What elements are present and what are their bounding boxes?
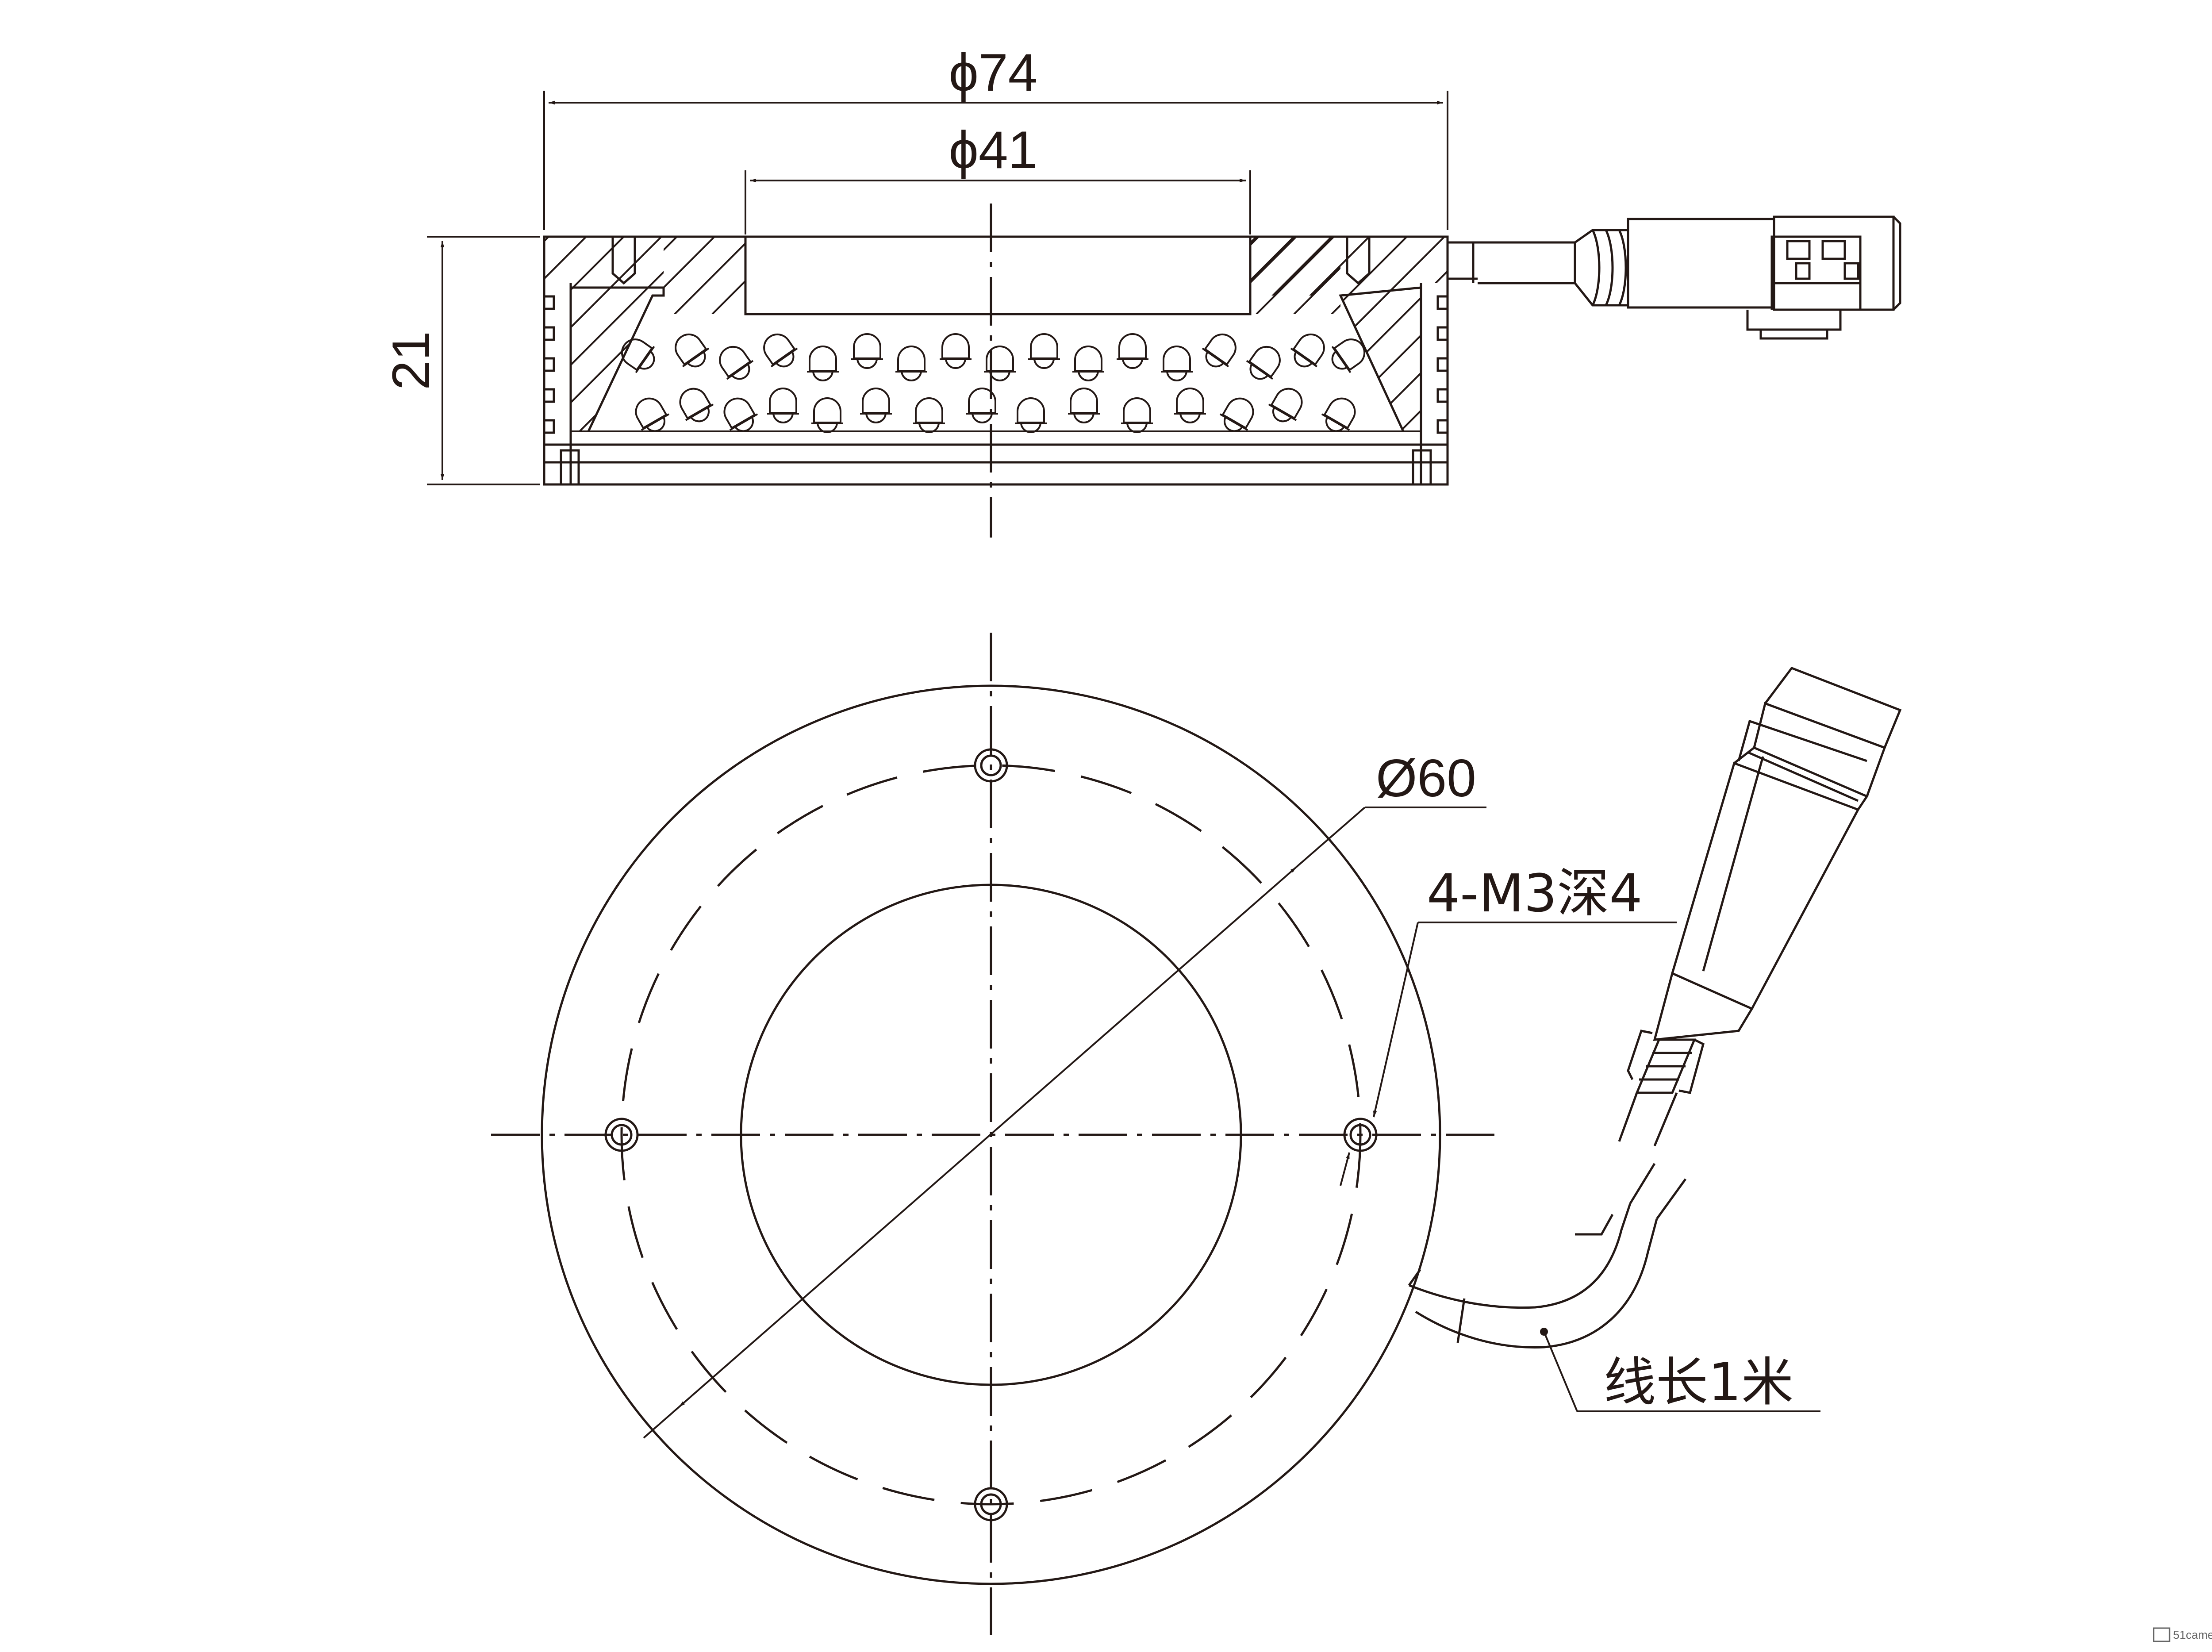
hatch-left-top <box>664 237 745 314</box>
side-cable <box>1448 229 1629 307</box>
plan-cable <box>1408 666 1902 1348</box>
mounting-holes <box>604 748 1378 1521</box>
watermark-text: 51camera <box>2173 1628 2212 1641</box>
hatch-right-top <box>1250 237 1340 314</box>
led <box>860 388 892 423</box>
led <box>1246 346 1281 380</box>
led <box>811 397 843 433</box>
housing-outline <box>543 235 1449 486</box>
led <box>767 388 799 423</box>
cable-length-label: 线长1米 <box>1604 1352 1793 1413</box>
led <box>1331 338 1366 373</box>
led <box>679 388 714 423</box>
wall-grooves <box>544 295 1448 434</box>
led <box>1290 333 1325 368</box>
cable-length-leader <box>1540 1328 1820 1412</box>
led <box>1268 388 1303 423</box>
led <box>1321 397 1356 432</box>
led <box>1015 397 1047 433</box>
led <box>1028 333 1060 369</box>
led <box>1117 333 1148 369</box>
inner-diameter-label: ϕ41 <box>949 120 1038 180</box>
led <box>913 397 945 433</box>
screw-hole-left <box>611 237 636 285</box>
hatch-right-wall <box>1250 237 1448 431</box>
led <box>1202 333 1237 368</box>
led <box>940 333 972 369</box>
led <box>675 333 710 368</box>
led <box>1072 346 1104 381</box>
outer-circle <box>541 684 1441 1585</box>
led <box>851 333 883 369</box>
led <box>1174 388 1206 423</box>
mounting-hole-bottom <box>974 1487 1008 1521</box>
led <box>635 397 670 432</box>
led <box>807 346 839 381</box>
led <box>966 388 998 423</box>
led <box>763 333 798 368</box>
aperture-outline <box>744 237 1252 315</box>
screw-hole-right <box>1346 237 1371 285</box>
height-label: 21 <box>381 331 441 390</box>
watermark: 51camera <box>2153 1627 2212 1642</box>
dim-height <box>427 236 540 485</box>
hole-circle-label: Ø60 <box>1376 749 1476 808</box>
dim-outer-diameter <box>543 91 1448 230</box>
led <box>1068 388 1100 423</box>
led-array <box>621 333 1366 433</box>
led <box>719 346 754 380</box>
mounting-hole-left <box>604 1118 639 1152</box>
led <box>621 338 655 373</box>
mounting-hole-right <box>1343 1118 1378 1152</box>
mounting-hole-label: 4-M3深4 <box>1427 863 1643 924</box>
led <box>1219 397 1254 432</box>
led <box>895 346 927 381</box>
section-view: ϕ74 ϕ41 21 <box>381 43 1901 538</box>
dim-inner-diameter <box>745 170 1251 234</box>
led <box>1161 346 1193 381</box>
mounting-hole-top <box>974 748 1008 783</box>
led <box>723 397 758 432</box>
mounting-hole-leader <box>1340 922 1677 1186</box>
dim-hole-circle <box>643 807 1486 1439</box>
bottom-screw-left <box>560 449 580 486</box>
side-connector <box>1627 215 1901 340</box>
led <box>1121 397 1153 433</box>
bottom-screw-right <box>1412 449 1432 486</box>
plan-view: Ø60 4-M3深4 <box>491 633 1902 1635</box>
led <box>984 346 1016 381</box>
outer-diameter-label: ϕ74 <box>949 43 1038 102</box>
